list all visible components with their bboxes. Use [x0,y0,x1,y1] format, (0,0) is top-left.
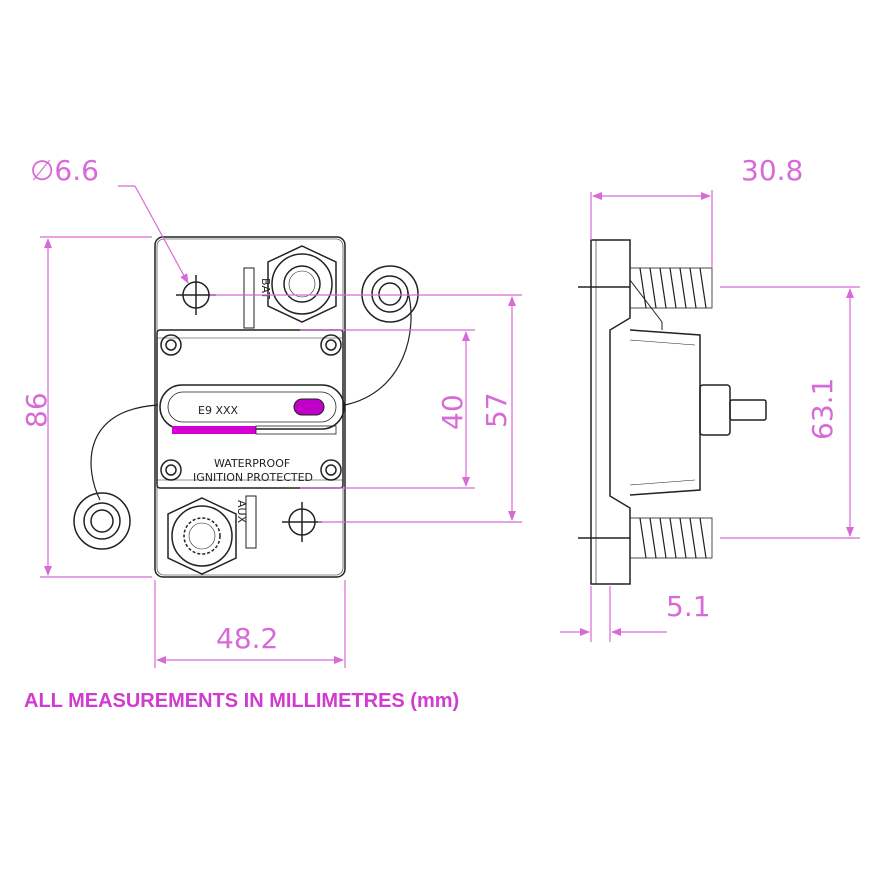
stud-span-dimension-label: 63.1 [806,378,839,440]
indicator-button-icon [293,398,325,416]
flange-thickness-label: 5.1 [666,590,711,623]
ignition-label: IGNITION PROTECTED [193,471,313,484]
waterproof-label: WATERPROOF [214,457,290,470]
terminal-cap-icon [73,492,131,550]
depth-dimension-label: 30.8 [741,154,803,187]
centre-lines [578,286,630,539]
trip-indicator-bar [172,426,256,434]
dimension-57-label: 57 [480,392,513,428]
screw-icon [320,459,342,481]
terminal-nut-icon [167,497,237,575]
screw-icon [160,334,182,356]
model-label: E9 XXX [198,404,239,417]
screw-icon [160,459,182,481]
screw-icon [320,334,342,356]
front-view [73,236,419,578]
terminal-aux-label: AUX [235,500,248,524]
terminal-cap-icon [361,265,419,323]
hole-diameter-label: ∅6.6 [30,154,99,187]
width-dimension-label: 48.2 [216,622,278,655]
dimension-40-label: 40 [436,394,469,430]
terminal-bat-label: BAT [259,278,272,299]
side-view [590,239,767,585]
terminal-nut-icon [267,245,337,323]
height-dimension-label: 86 [20,392,53,428]
mounting-hole-icon [176,275,216,315]
measurement-footnote: ALL MEASUREMENTS IN MILLIMETRES (mm) [24,690,460,712]
mounting-hole-icon [282,502,322,542]
dimension-lines [40,185,860,668]
